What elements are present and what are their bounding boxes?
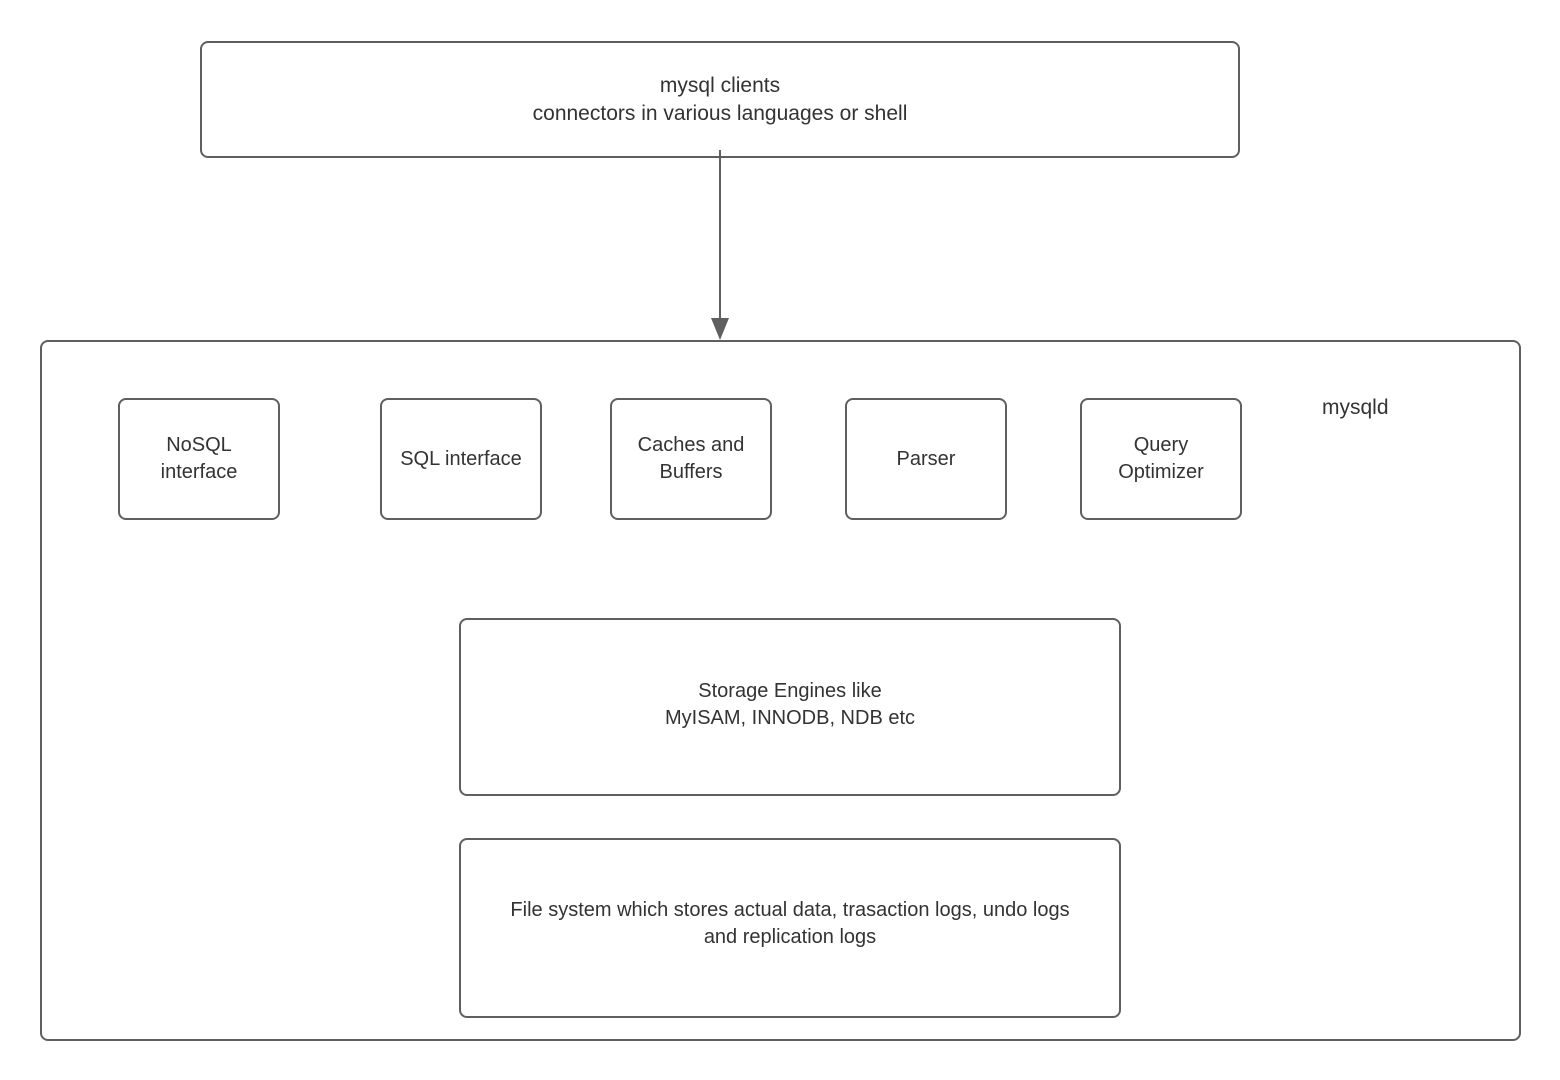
node-caches-and-buffers-label: Caches and Buffers bbox=[637, 434, 745, 483]
node-parser[interactable]: Parser bbox=[845, 398, 1007, 520]
node-caches-and-buffers[interactable]: Caches and Buffers bbox=[610, 398, 772, 520]
node-file-system-label: File system which stores actual data, tr… bbox=[510, 899, 1070, 948]
node-query-optimizer[interactable]: Query Optimizer bbox=[1080, 398, 1242, 520]
node-query-optimizer-label: Query Optimizer bbox=[1118, 434, 1204, 483]
node-nosql-interface-label: NoSQL interface bbox=[160, 434, 238, 483]
connector-clients-to-mysqld-arrow bbox=[711, 150, 729, 340]
node-nosql-interface[interactable]: NoSQL interface bbox=[118, 398, 280, 520]
node-file-system[interactable]: File system which stores actual data, tr… bbox=[459, 838, 1121, 1018]
node-sql-interface-label: SQL interface bbox=[400, 447, 522, 470]
node-storage-engines-label: Storage Engines like MyISAM, INNODB, NDB… bbox=[664, 680, 916, 729]
node-storage-engines[interactable]: Storage Engines like MyISAM, INNODB, NDB… bbox=[459, 618, 1121, 796]
node-sql-interface[interactable]: SQL interface bbox=[380, 398, 542, 520]
arrowhead-icon bbox=[711, 318, 729, 340]
node-mysqld-label: mysqld bbox=[1322, 396, 1389, 419]
node-parser-label: Parser bbox=[896, 447, 956, 470]
node-mysql-clients[interactable]: mysql clients connectors in various lang… bbox=[200, 41, 1240, 158]
node-mysql-clients-label: mysql clients connectors in various lang… bbox=[532, 73, 908, 125]
